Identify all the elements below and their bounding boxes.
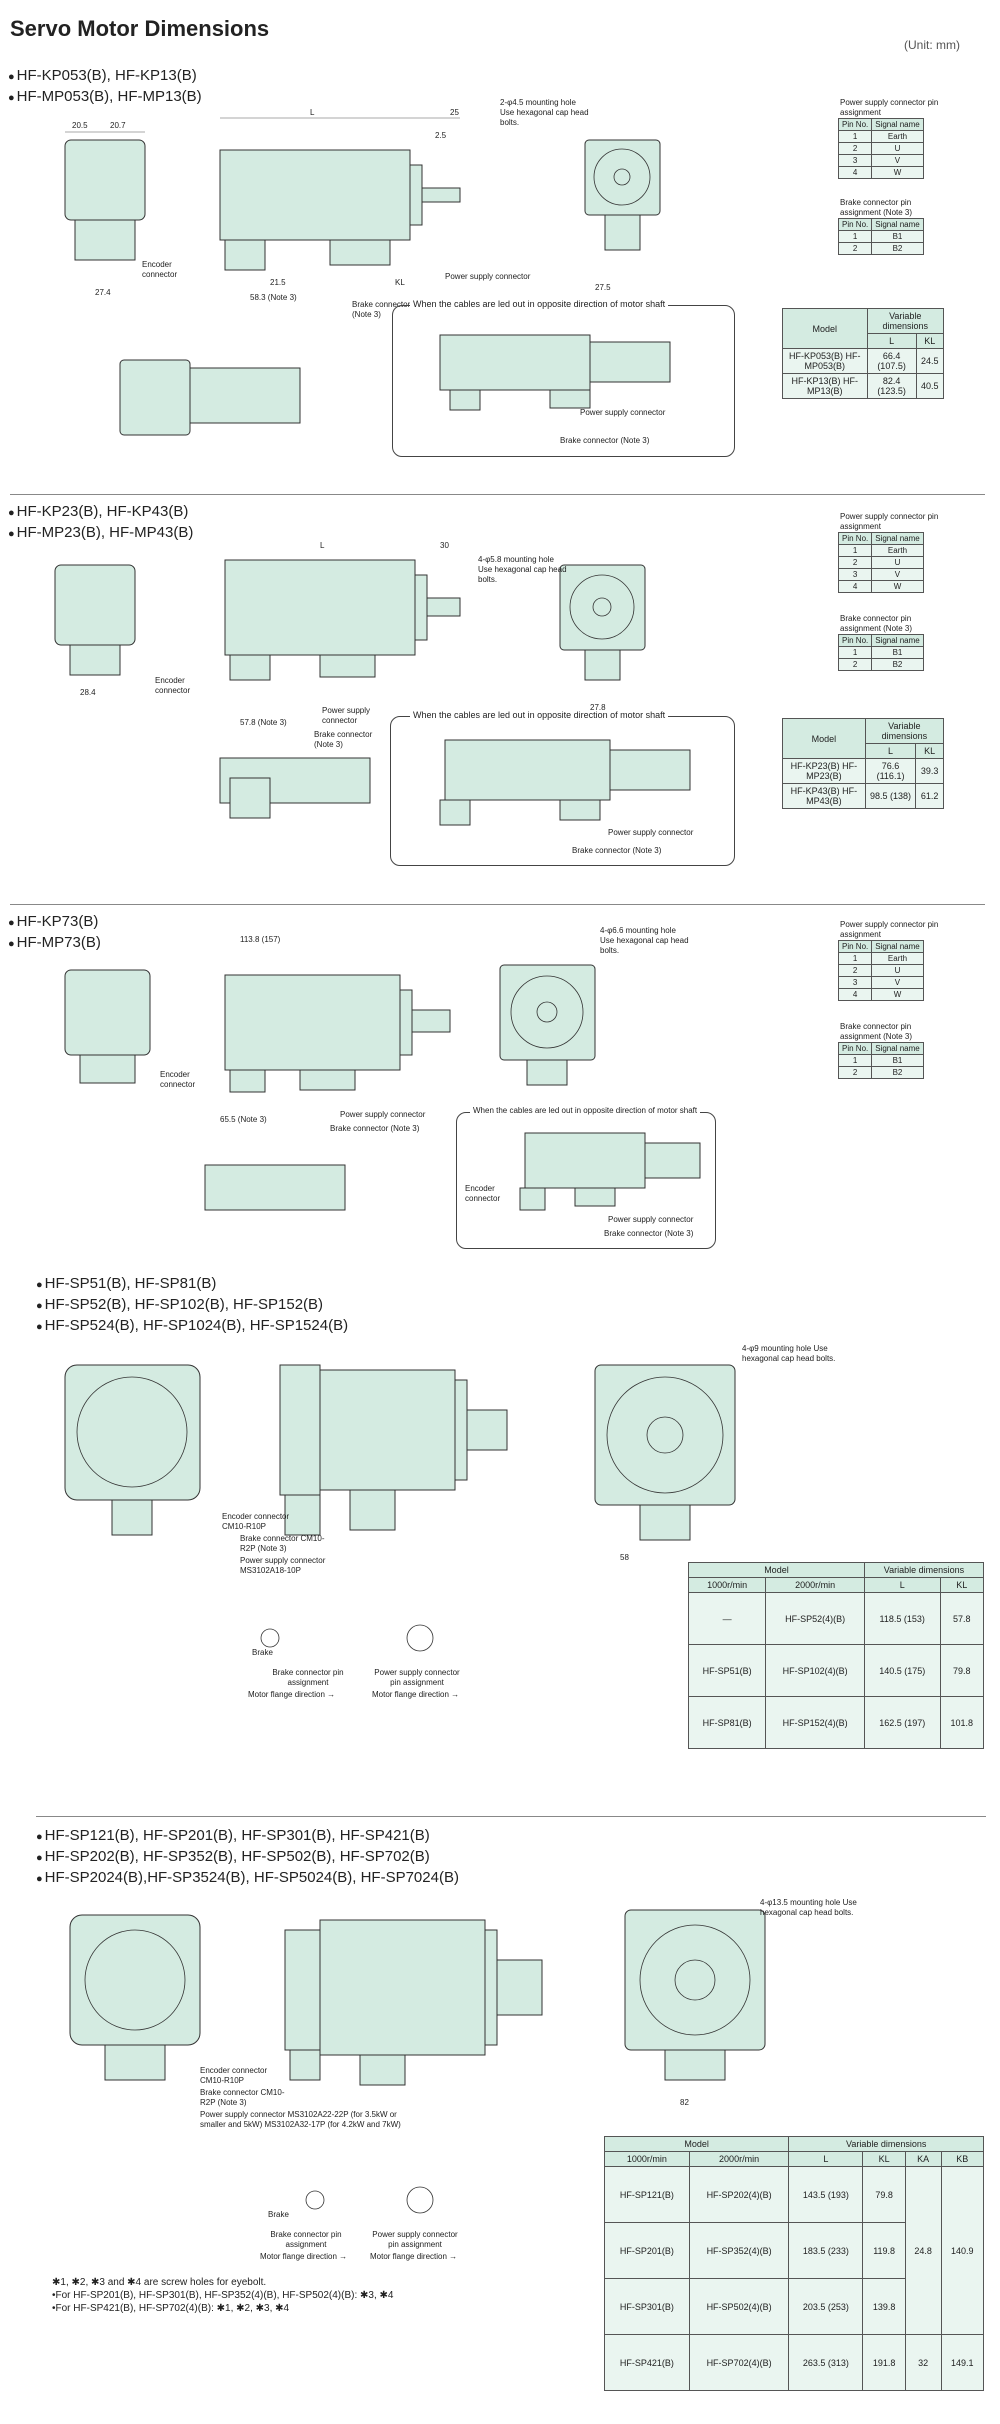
section-5-heading: HF-SP121(B), HF-SP201(B), HF-SP301(B), H… — [36, 1826, 459, 1889]
sec1-encoder-label: Encoder connector — [142, 260, 178, 279]
sec1-brake-pin-caption: Brake connector pin assignment (Note 3) — [840, 198, 913, 217]
sec3-power-label: Power supply connector — [340, 1110, 426, 1119]
sec1-power-label: Power supply connector — [445, 272, 531, 281]
sec3-encoder-label: Encoder connector — [160, 1070, 196, 1089]
sec3-opp-power: Power supply connector — [608, 1215, 694, 1224]
svg-text:27.4: 27.4 — [95, 288, 111, 297]
svg-text:30: 30 — [440, 541, 449, 550]
sec4-power-pin-caption: Power supply connector pin assignment — [374, 1668, 460, 1687]
sec1-mount-note: 2-φ4.5 mounting hole Use hexagonal cap h… — [500, 98, 589, 127]
section-3-drawing: 65.5 (Note 3) — [64, 964, 596, 1211]
sec2-encoder-label: Encoder connector — [155, 676, 191, 695]
sec1-opp-brake: Brake connector (Note 3) — [560, 436, 650, 445]
sec4-encoder-label: Encoder connector CM10-R10P — [222, 1512, 290, 1531]
sec3-mount-note: 4-φ6.6 mounting hole Use hexagonal cap h… — [600, 926, 689, 955]
sec4-brake-pin-caption: Brake connector pin assignment — [272, 1668, 344, 1687]
sec1-power-pin-caption: Power supply connector pin assignment — [840, 98, 939, 117]
section-4-drawing: 58 — [64, 1364, 736, 1562]
svg-text:2.5: 2.5 — [435, 131, 447, 140]
sec2-brake-label: Brake connector (Note 3) — [314, 730, 373, 749]
section-1-drawing: 20.5 20.7 27.4 L 25 2.5 21.5 58.3 (Note 3… — [64, 108, 661, 436]
sec3-length: 113.8 (157) — [240, 935, 281, 944]
svg-text:20.5: 20.5 — [72, 121, 88, 130]
sec4-brake-tag: Brake — [252, 1648, 273, 1657]
sec3-brake-pin-caption: Brake connector pin assignment (Note 3) — [840, 1022, 913, 1041]
section-2-drawing: 28.4 L 30 57.8 (Note 3) 27.8 — [54, 541, 646, 727]
sec3-opp-brake: Brake connector (Note 3) — [604, 1229, 694, 1238]
sec1-brake-label: Brake connector (Note 3) — [352, 300, 411, 319]
divider-3 — [36, 1816, 986, 1817]
sec5-power-label: Power supply connector MS3102A22-22P (fo… — [200, 2110, 401, 2129]
sec5-brake-label: Brake connector CM10-R2P (Note 3) — [200, 2088, 285, 2107]
sec1-opposite-drawing — [439, 334, 671, 411]
sec5-pin-icons — [305, 2186, 434, 2214]
section-2-heading: HF-KP23(B), HF-KP43(B)HF-MP23(B), HF-MP4… — [8, 502, 194, 544]
svg-text:82: 82 — [680, 2098, 689, 2107]
svg-text:21.5: 21.5 — [270, 278, 286, 287]
sec3-power-pin-caption: Power supply connector pin assignment — [840, 920, 939, 939]
sec5-brake-tag: Brake — [268, 2210, 289, 2219]
sec4-pin-icons — [260, 1624, 434, 1652]
sec1-opp-power: Power supply connector — [580, 408, 666, 417]
svg-text:65.5 (Note 3): 65.5 (Note 3) — [220, 1115, 267, 1124]
divider-1 — [10, 494, 985, 495]
sec4-power-flange: Motor flange direction → — [372, 1690, 460, 1699]
svg-text:57.8 (Note 3): 57.8 (Note 3) — [240, 718, 287, 727]
svg-text:25: 25 — [450, 108, 459, 117]
section-5-drawing: 82 — [69, 1909, 766, 2107]
sec2-opposite-label: When the cables are led out in opposite … — [410, 710, 669, 720]
sec2-mount-note: 4-φ5.8 mounting hole Use hexagonal cap h… — [478, 555, 567, 584]
sec3-opp-encoder: Encoder connector — [465, 1184, 501, 1203]
page-title: Servo Motor Dimensions — [10, 16, 270, 41]
svg-text:28.4: 28.4 — [80, 688, 96, 697]
svg-text:L: L — [320, 541, 325, 550]
svg-text:27.8: 27.8 — [590, 703, 606, 712]
divider-2 — [10, 904, 985, 905]
sec2-power-label: Power supply connector — [322, 706, 371, 725]
sec2-brake-pin-caption: Brake connector pin assignment (Note 3) — [840, 614, 913, 633]
sec5-power-pin-caption: Power supply connector pin assignment — [372, 2230, 458, 2249]
sec3-opposite-drawing — [519, 1132, 701, 1211]
svg-text:20.7: 20.7 — [110, 121, 126, 130]
sec5-power-flange: Motor flange direction → — [370, 2252, 458, 2261]
sec1-opposite-label: When the cables are led out in opposite … — [410, 299, 669, 309]
sec3-brake-label: Brake connector (Note 3) — [330, 1124, 420, 1133]
svg-text:58: 58 — [620, 1553, 629, 1562]
sec4-brake-flange: Motor flange direction → — [248, 1690, 336, 1699]
sec2-opp-brake: Brake connector (Note 3) — [572, 846, 662, 855]
sec5-brake-pin-caption: Brake connector pin assignment — [270, 2230, 342, 2249]
sec4-brake-label: Brake connector CM10-R2P (Note 3) — [240, 1534, 325, 1553]
sec4-mount-note: 4-φ9 mounting hole Use hexagonal cap hea… — [742, 1344, 836, 1363]
svg-text:27.5: 27.5 — [595, 283, 611, 292]
section-1-heading: HF-KP053(B), HF-KP13(B)HF-MP053(B), HF-M… — [8, 66, 202, 108]
section-3-heading: HF-KP73(B)HF-MP73(B) — [8, 912, 101, 954]
eyebolt-notes: ✱1, ✱2, ✱3 and ✱4 are screw holes for ey… — [52, 2277, 394, 2314]
sec5-mount-note: 4-φ13.5 mounting hole Use hexagonal cap … — [760, 1898, 857, 1917]
sec3-opposite-label: When the cables are led out in opposite … — [470, 1106, 701, 1115]
sec2-power-pin-caption: Power supply connector pin assignment — [840, 512, 939, 531]
sec2-opp-power: Power supply connector — [608, 828, 694, 837]
svg-text:58.3 (Note 3): 58.3 (Note 3) — [250, 293, 297, 302]
svg-text:L: L — [310, 108, 315, 117]
svg-text:KL: KL — [395, 278, 405, 287]
sec5-encoder-label: Encoder connector CM10-R10P — [200, 2066, 268, 2085]
sec4-power-label: Power supply connector MS3102A18-10P — [240, 1556, 326, 1575]
sec2-sketch — [219, 757, 371, 819]
unit-label: (Unit: mm) — [904, 38, 960, 52]
sec2-opposite-drawing — [439, 739, 691, 826]
section-4-heading: HF-SP51(B), HF-SP81(B)HF-SP52(B), HF-SP1… — [36, 1274, 348, 1337]
sec5-brake-flange: Motor flange direction → — [260, 2252, 348, 2261]
